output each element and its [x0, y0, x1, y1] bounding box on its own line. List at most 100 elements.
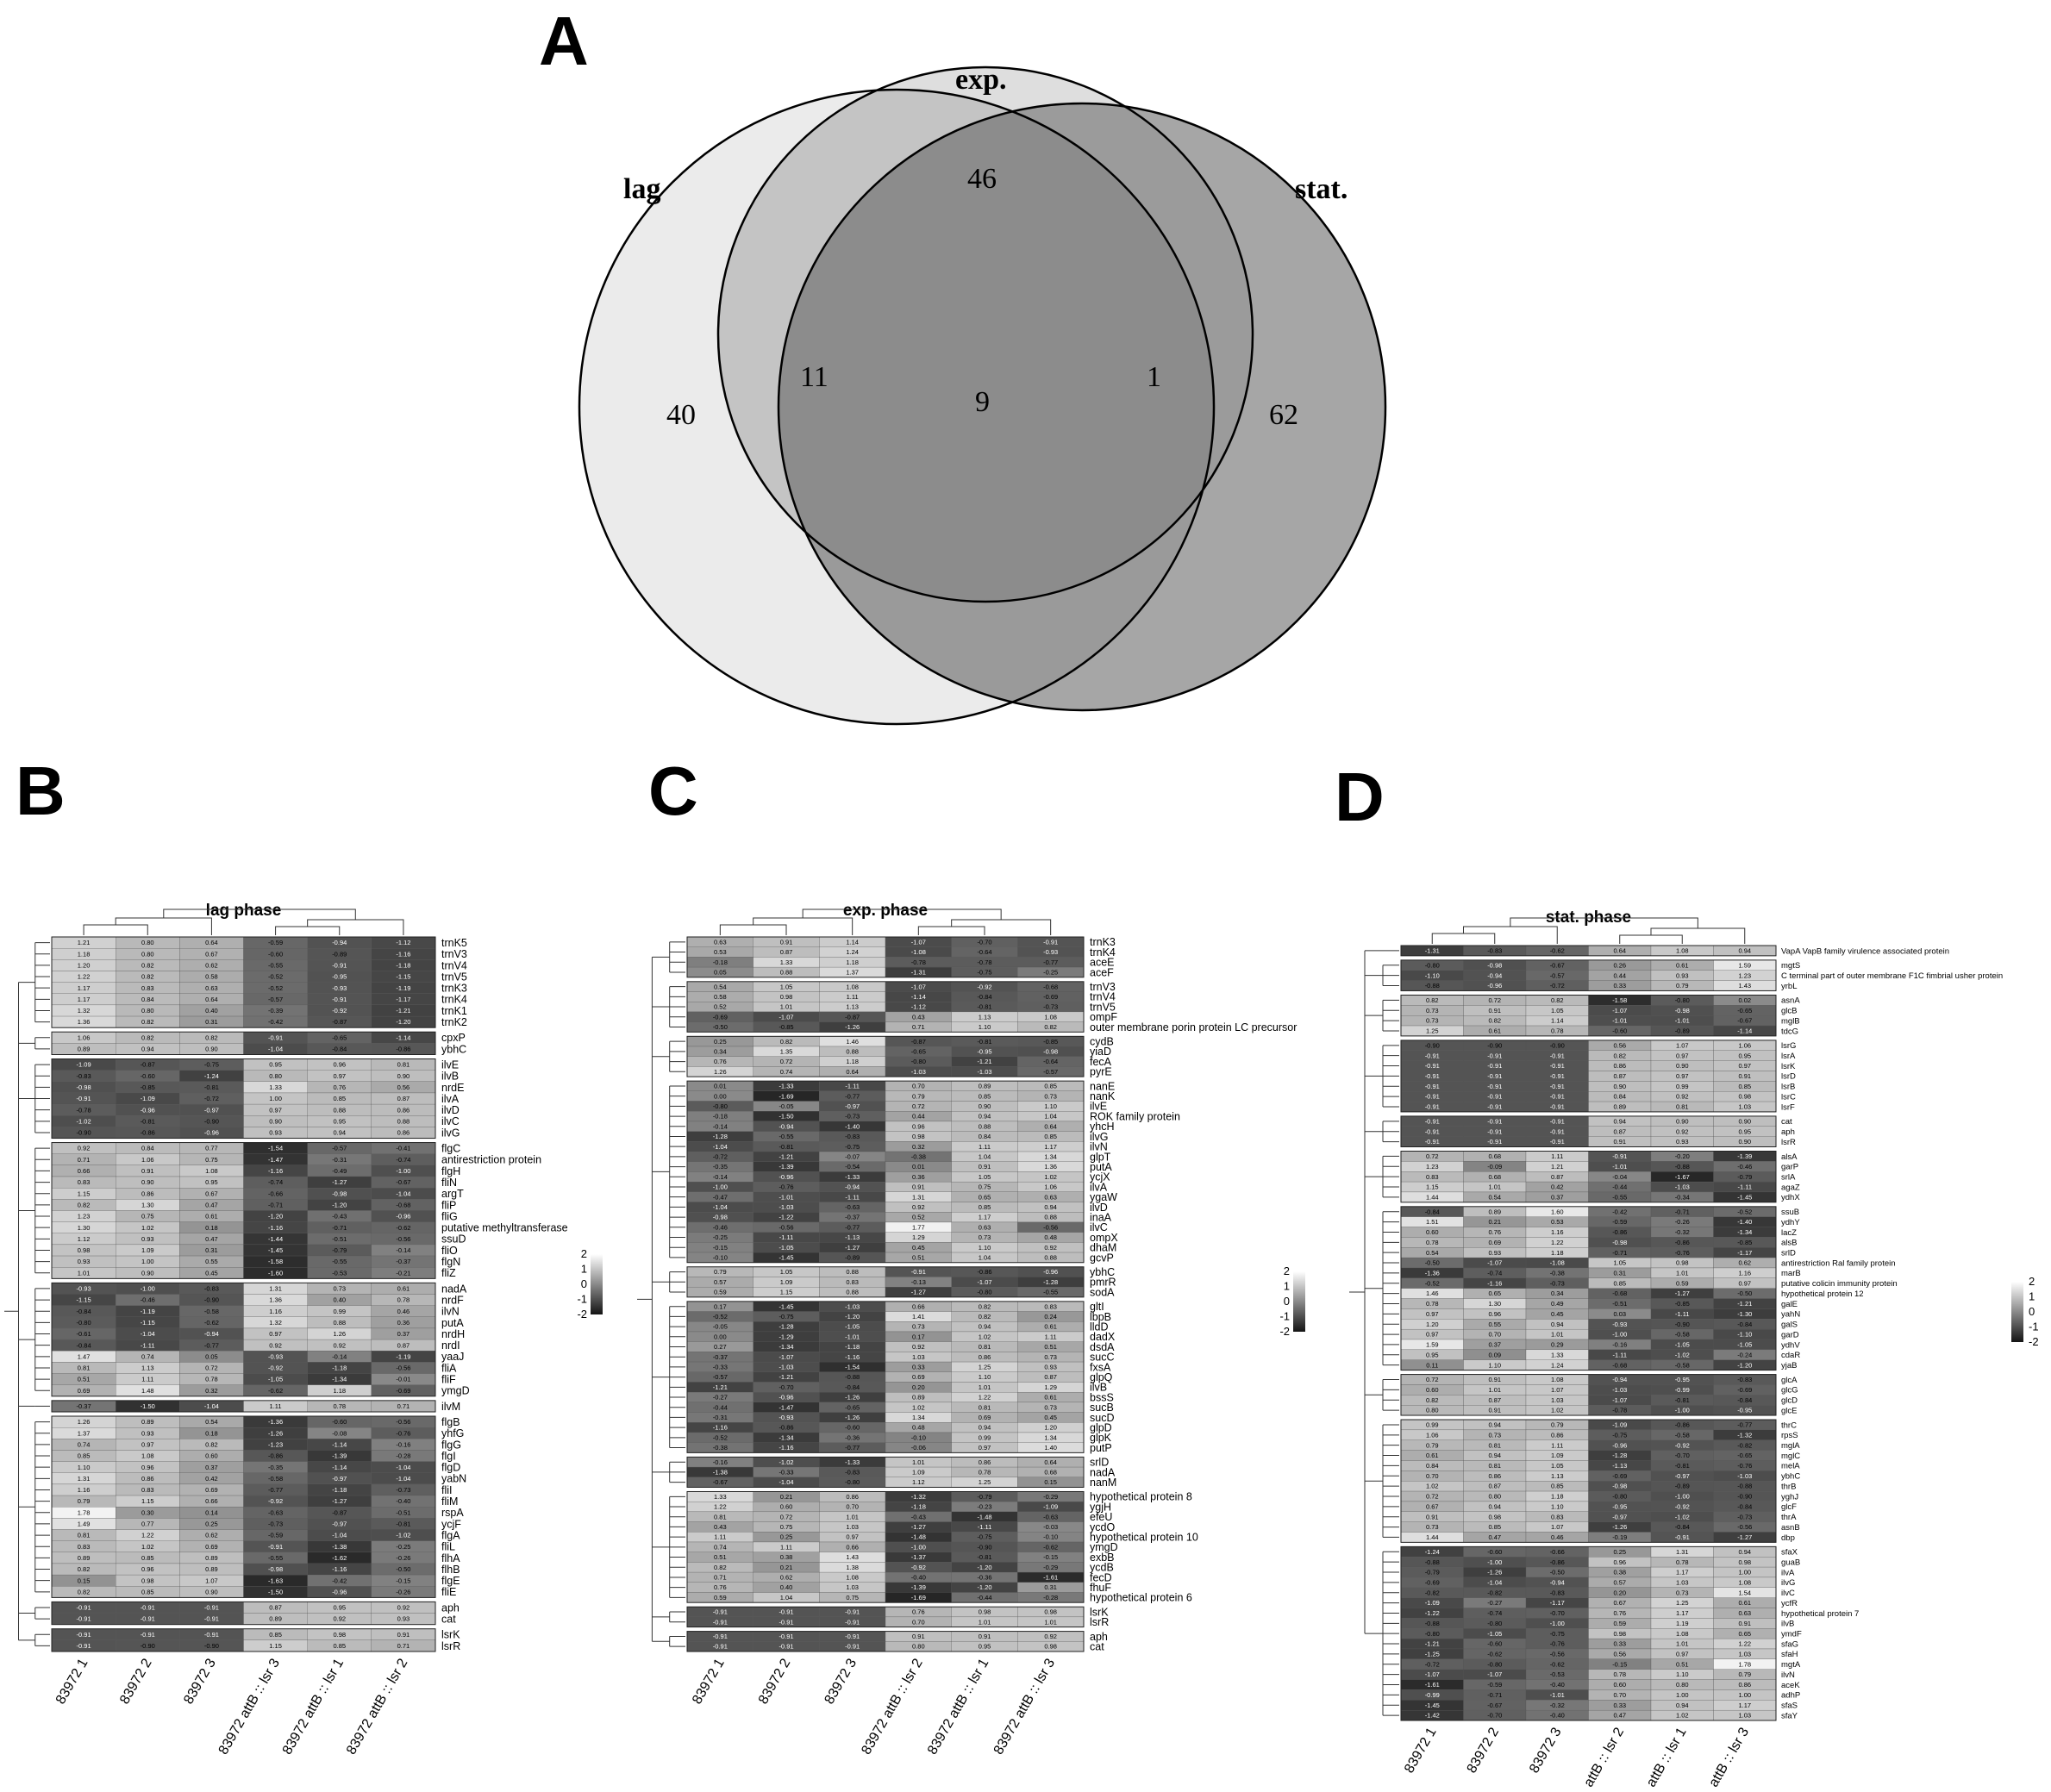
heatmap-cell-value: -0.28 — [1043, 1594, 1058, 1602]
heatmap-cell-value: -1.11 — [779, 1233, 794, 1241]
heatmap-cell-value: -0.88 — [1425, 982, 1440, 990]
heatmap-cell-value: 0.74 — [78, 1440, 91, 1448]
heatmap-cell-value: -1.50 — [141, 1402, 155, 1410]
heatmap-cell-value: -0.42 — [268, 1018, 283, 1026]
heatmap-cell-value: 0.70 — [1488, 1331, 1501, 1339]
heatmap-cell-value: 1.22 — [1551, 1239, 1564, 1246]
gene-label: ilvN — [1781, 1670, 1795, 1680]
heatmap-cell-value: -1.02 — [779, 1458, 793, 1466]
heatmap-cell-value: 1.44 — [1426, 1533, 1439, 1541]
heatmap-group-border — [51, 936, 436, 1028]
heatmap-cell-value: -0.96 — [1612, 1441, 1627, 1449]
heatmap-cell-value: 1.16 — [78, 1486, 91, 1494]
heatmap-cell-value: 0.86 — [141, 1189, 154, 1197]
heatmap-cell-value: 0.87 — [1613, 1127, 1626, 1135]
heatmap-cell-value: 0.82 — [78, 1588, 91, 1595]
heatmap-cell-value: -0.53 — [332, 1269, 347, 1277]
heatmap-cell-value: -0.80 — [1612, 1493, 1627, 1501]
heatmap-cell-value: -1.01 — [1675, 1017, 1690, 1025]
heatmap-cell-value: 1.33 — [269, 1083, 282, 1091]
heatmap-cell-value: 1.03 — [1738, 1103, 1751, 1111]
gene-label: ilvG — [441, 1127, 460, 1139]
heatmap-cell-value: 0.61 — [205, 1213, 218, 1221]
heatmap-cell-value: -0.56 — [396, 1235, 410, 1243]
heatmap-cell-value: -0.91 — [1425, 1093, 1440, 1101]
heatmap-cell-value: -0.43 — [332, 1213, 347, 1221]
heatmap-cell-value: 0.78 — [1426, 1239, 1439, 1246]
gene-label: guaB — [1781, 1558, 1800, 1567]
heatmap-cell-value: 0.72 — [1426, 1493, 1439, 1501]
heatmap-cell-value: 1.03 — [1551, 1396, 1564, 1404]
heatmap-cell-value: -0.60 — [141, 1072, 155, 1080]
heatmap-cell-value: 1.15 — [1426, 1183, 1439, 1191]
heatmap-cell-value: 0.25 — [780, 1533, 793, 1541]
heatmap-cell-value: -0.80 — [911, 1058, 926, 1065]
heatmap-cell-value: -0.14 — [713, 1173, 728, 1181]
heatmap-cell-value: 0.46 — [397, 1308, 410, 1315]
heatmap-cell-value: -0.84 — [77, 1308, 91, 1315]
heatmap-cell-value: -0.26 — [396, 1588, 410, 1595]
heatmap-cell-value: 1.01 — [780, 1003, 793, 1011]
gene-label: nrdH — [441, 1328, 465, 1340]
heatmap-cell-value: -0.93 — [1043, 948, 1058, 956]
gene-label: thrC — [1781, 1420, 1797, 1430]
heatmap-cell-value: -0.87 — [332, 1508, 347, 1516]
heatmap-cell-value: 0.94 — [979, 1424, 991, 1432]
heatmap-cell-value: 0.93 — [78, 1258, 91, 1265]
heatmap-cell-value: 1.02 — [912, 1403, 925, 1411]
heatmap-cell-value: -0.51 — [1612, 1300, 1627, 1308]
heatmap-cell-value: -0.71 — [332, 1224, 347, 1232]
gene-label: trnV3 — [441, 948, 467, 960]
heatmap-cell-value: 0.59 — [714, 1594, 727, 1602]
heatmap-cell-value: -1.00 — [141, 1285, 155, 1293]
heatmap-cell-value: 0.61 — [1488, 1027, 1501, 1035]
heatmap-cell-value: -0.91 — [77, 1095, 91, 1102]
heatmap-cell-value: 0.86 — [979, 1458, 991, 1466]
sample-label: 83972 attB :: lsr 3 — [216, 1656, 283, 1757]
heatmap-cell-value: -0.69 — [1043, 993, 1058, 1001]
heatmap-cell-value: 0.91 — [1426, 1513, 1439, 1520]
heatmap-cell-value: -0.77 — [845, 1444, 860, 1452]
heatmap-cell-value: -0.86 — [141, 1129, 155, 1137]
heatmap-cell-value: 0.74 — [780, 1068, 793, 1076]
heatmap-cell-value: -1.61 — [1425, 1681, 1440, 1689]
heatmap-cell-value: 0.74 — [141, 1352, 154, 1360]
heatmap-cell-value: 0.92 — [269, 1341, 282, 1349]
gene-label: galS — [1781, 1321, 1798, 1330]
heatmap-cell-value: -0.65 — [332, 1033, 347, 1041]
heatmap-cell-value: 0.73 — [333, 1285, 346, 1293]
heatmap-cell-value: -0.83 — [845, 1133, 860, 1140]
sample-label: 83972 3 — [1527, 1725, 1565, 1776]
heatmap-cell-value: -0.84 — [77, 1341, 91, 1349]
heatmap-cell-value: -1.45 — [779, 1302, 793, 1310]
gene-label: yaaJ — [441, 1351, 464, 1363]
gene-label: rspA — [441, 1507, 464, 1519]
heatmap-cell-value: 0.18 — [205, 1224, 218, 1232]
heatmap-cell-value: 0.86 — [397, 1106, 410, 1114]
heatmap-cell-value: -0.91 — [332, 961, 347, 969]
heatmap-cell-value: 1.01 — [1488, 1183, 1501, 1191]
heatmap-cell-value: -0.75 — [779, 1313, 793, 1321]
heatmap-cell-value: 0.67 — [205, 1189, 218, 1197]
heatmap-cell-value: 0.86 — [846, 1493, 859, 1501]
gene-label: ilvC — [1781, 1589, 1795, 1598]
heatmap-cell-value: 1.21 — [1551, 1163, 1564, 1171]
heatmap-cell-value: 0.32 — [912, 1143, 925, 1151]
heatmap-cell-value: -0.81 — [1675, 1396, 1690, 1404]
heatmap-cell-value: -0.01 — [396, 1376, 410, 1383]
heatmap-cell-value: 0.94 — [1551, 1321, 1564, 1328]
heatmap-cell-value: -1.03 — [845, 1302, 860, 1310]
heatmap-cell-value: -0.91 — [77, 1615, 91, 1623]
heatmap-cell-value: 0.47 — [205, 1201, 218, 1208]
color-legend-tick: 0 — [1284, 1295, 1290, 1308]
heatmap-cell-value: 0.86 — [1738, 1681, 1751, 1689]
